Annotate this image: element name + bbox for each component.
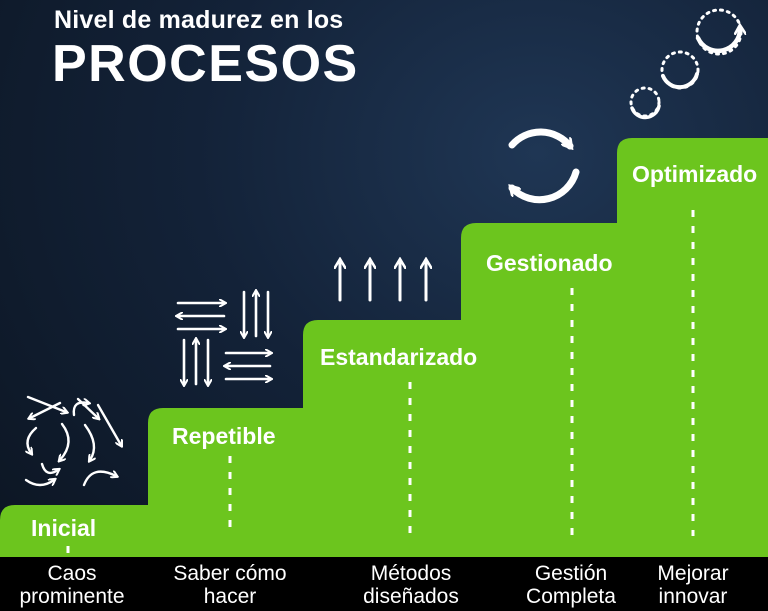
description-line: Métodos <box>370 562 452 585</box>
level-label-optimizado: Optimizado <box>632 161 758 187</box>
description-line: Saber cómo <box>173 562 287 585</box>
page-title: PROCESOS <box>52 35 359 93</box>
description-line: diseñados <box>363 585 459 608</box>
chaotic-arrows-icon <box>24 395 121 487</box>
description-line: prominente <box>19 585 125 608</box>
level-description-repetible: Saber cómo hacer <box>164 562 296 608</box>
level-description-optimizado: Mejorar innovar <box>642 562 744 608</box>
up-arrows-icon <box>340 262 426 302</box>
level-label-repetible: Repetible <box>172 423 276 449</box>
improving-cycles-icon <box>629 8 741 120</box>
level-label-gestionado: Gestionado <box>486 250 613 276</box>
description-line: hacer <box>203 585 257 608</box>
level-description-gestionado: Gestión Completa <box>514 562 628 608</box>
description-line: Caos <box>47 562 97 585</box>
page-subtitle: Nivel de madurez en los <box>54 6 344 34</box>
level-label-inicial: Inicial <box>31 515 97 541</box>
level-description-estandarizado: Métodos diseñados <box>346 562 476 608</box>
description-line: innovar <box>658 585 728 608</box>
dotted-connectors <box>66 210 695 557</box>
description-line: Gestión <box>534 562 608 585</box>
cycle-arrows-icon <box>512 128 580 204</box>
staircase-shape <box>0 138 768 557</box>
level-description-inicial: Caos prominente <box>8 562 136 608</box>
description-bar <box>0 557 768 611</box>
description-line: Completa <box>526 585 616 608</box>
description-line: Mejorar <box>657 562 729 585</box>
swap-arrows-icon <box>178 292 270 384</box>
level-label-estandarizado: Estandarizado <box>320 344 478 370</box>
